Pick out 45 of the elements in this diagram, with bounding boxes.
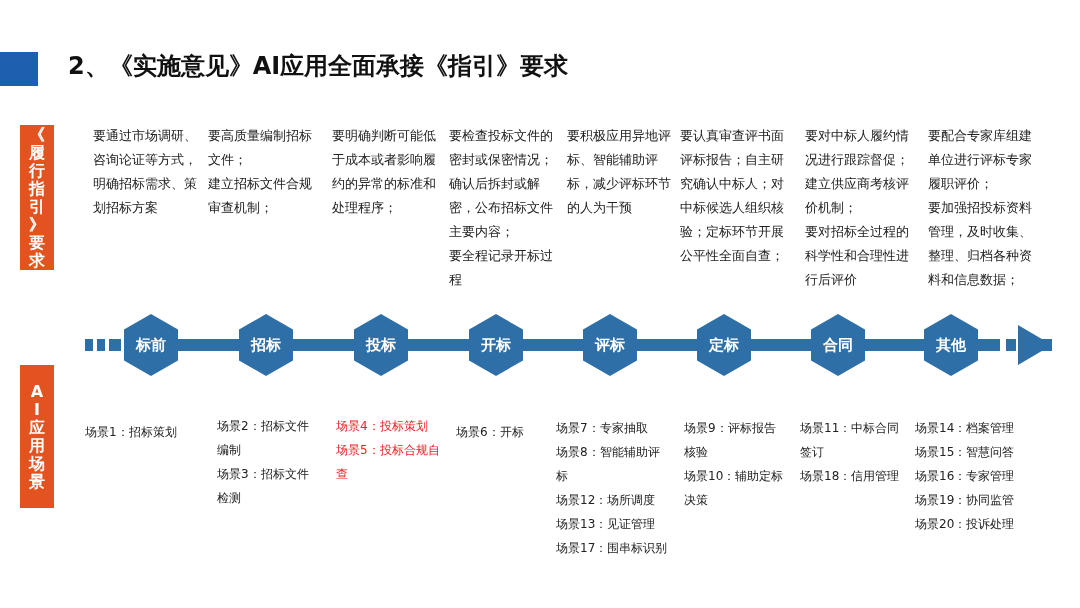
- scenario-text: 场景19：协同监管: [915, 492, 1016, 509]
- scenario-text: 场景16：专家管理: [915, 468, 1016, 485]
- requirement-text: 要认真审查评书面评标报告；自主研究确认中标人；对中标候选人组织核验；定标环节开展公平性全面自查；: [680, 127, 785, 265]
- requirement-text: 要加强招投标资料管理，及时收集、整理、归档各种资料和信息数据；: [928, 199, 1033, 289]
- requirement-text: 要明确判断可能低于成本或者影响履约的异常的标准和处理程序；: [332, 127, 437, 217]
- scenario-text: 场景15：智慧问答: [915, 444, 1016, 461]
- scenario-text: 场景7：专家抽取: [556, 420, 649, 437]
- requirement-text: 要对招标全过程的科学性和合理性进行后评价: [805, 223, 910, 289]
- requirement-text: 要检查投标文件的密封或保密情况；确认后拆封或解密，公布招标文件主要内容；: [449, 127, 554, 241]
- scenario-text: 场景2：招标文件编制: [217, 418, 310, 459]
- timeline-bar: [408, 339, 469, 351]
- requirement-text: 要全程记录开标过程: [449, 247, 554, 289]
- timeline-bar: [637, 339, 697, 351]
- row-header-box: [20, 125, 54, 270]
- row-header-box: [20, 365, 54, 508]
- timeline-bar: [751, 339, 811, 351]
- scenario-text: 场景8：智能辅助评标: [556, 444, 661, 485]
- row-header-label: 《履行指引》要求: [28, 125, 46, 270]
- scenario-text: 场景9：评标报告核验: [684, 420, 777, 461]
- scenario-text: 场景3：招标文件检测: [217, 466, 310, 507]
- requirement-text: 要通过市场调研、咨询论证等方式，明确招标需求、策划招标方案: [93, 127, 198, 217]
- timeline-bar: [523, 339, 583, 351]
- scenario-text: 场景13：见证管理: [556, 516, 657, 533]
- scenario-text: 场景11：中标合同签订: [800, 420, 900, 461]
- row-header-label: AI应用场景: [28, 382, 46, 491]
- timeline-arrow: [978, 325, 1052, 365]
- requirement-text: 要高质量编制招标文件；: [208, 127, 313, 169]
- requirement-text: 要对中标人履约情况进行跟踪督促；建立供应商考核评价机制；: [805, 127, 910, 217]
- requirement-text: 要配合专家库组建单位进行评标专家履职评价；: [928, 127, 1033, 193]
- timeline-bar: [293, 339, 354, 351]
- scenario-text: 场景17：围串标识别: [556, 540, 668, 557]
- scenario-text: 场景10：辅助定标决策: [684, 468, 784, 509]
- scenario-text: 场景5：投标合规自查: [336, 442, 441, 483]
- scenario-text: 场景14：档案管理: [915, 420, 1016, 437]
- scenario-text: 场景12：场所调度: [556, 492, 657, 509]
- scenario-text: 场景4：投标策划: [336, 418, 429, 435]
- slide-title: 2、《实施意见》AI应用全面承接《指引》要求: [68, 51, 569, 82]
- scenario-text: 场景20：投诉处理: [915, 516, 1016, 533]
- timeline-bar: [865, 339, 924, 351]
- scenario-text: 场景18：信用管理: [800, 468, 900, 485]
- requirement-text: 要积极应用异地评标、智能辅助评标，减少评标环节的人为干预: [567, 127, 671, 217]
- scenario-text: 场景1：招标策划: [85, 424, 178, 441]
- timeline-bar: [178, 339, 239, 351]
- requirement-text: 建立招标文件合规审查机制；: [208, 175, 313, 217]
- scenario-text: 场景6：开标: [456, 424, 525, 441]
